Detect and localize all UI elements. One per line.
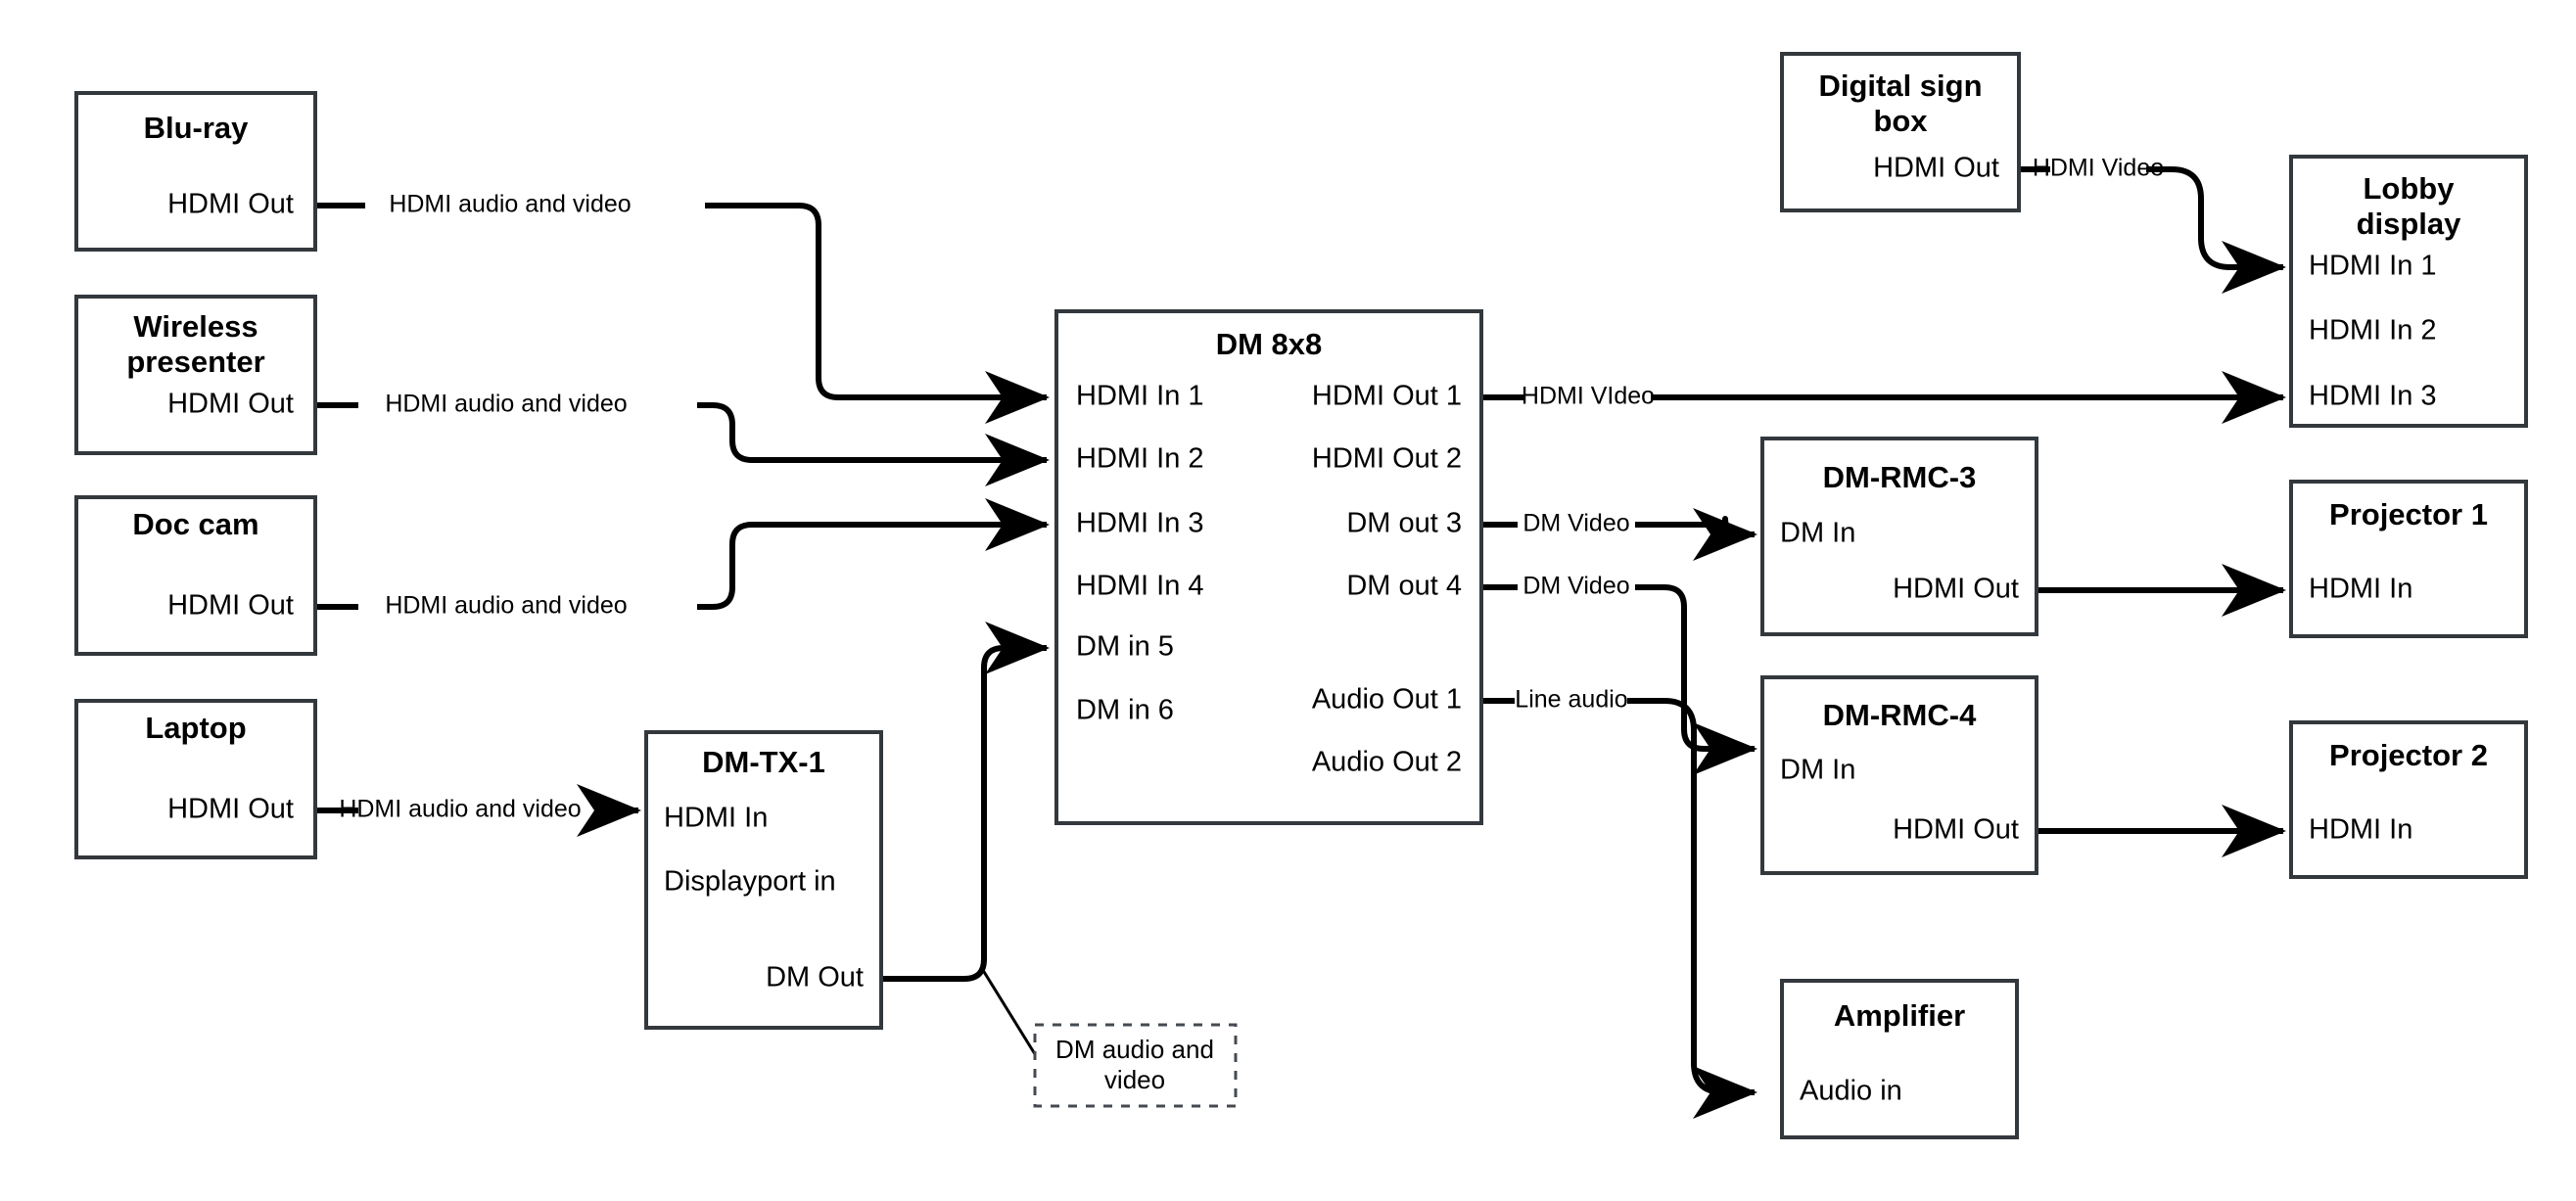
node-doc-cam[interactable]: Doc cam HDMI Out [74, 495, 317, 656]
port-dm8x8-dm-out-3: DM out 3 [1346, 508, 1462, 539]
port-dm8x8-hdmi-in-4: HDMI In 4 [1076, 571, 1204, 602]
port-dm8x8-audio-out-1: Audio Out 1 [1312, 684, 1462, 716]
node-projector-1-title: Projector 1 [2329, 497, 2488, 531]
edge-label-dm-video-out3: DM Video [1522, 510, 1629, 537]
note-dm-audio-and-video-box [1033, 1023, 1238, 1108]
node-dm-tx-1[interactable]: DM-TX-1 HDMI In Displayport in DM Out [644, 730, 883, 1030]
port-dm8x8-hdmi-out-1: HDMI Out 1 [1312, 381, 1462, 412]
port-dm8x8-hdmi-in-3: HDMI In 3 [1076, 508, 1204, 539]
edge-bluray-to-dm8x8: HDMI audio and video [315, 191, 1050, 424]
node-digital-sign-box-box[interactable] [1780, 52, 2021, 212]
port-laptop-hdmi-out: HDMI Out [167, 794, 294, 825]
node-projector-1[interactable]: Projector 1 HDMI In [2289, 480, 2528, 638]
node-dm-rmc-3-title: DM-RMC-3 [1823, 460, 1977, 494]
port-dm8x8-dm-in-5: DM in 5 [1076, 631, 1174, 663]
port-lobby-hdmi-in-3: HDMI In 3 [2309, 381, 2437, 412]
port-signbox-hdmi-out: HDMI Out [1873, 153, 1999, 184]
node-bluray-box[interactable] [74, 91, 317, 252]
node-doc-cam-box[interactable] [74, 495, 317, 656]
edge-dm8x8-out1-to-lobby: HDMI VIdeo [1481, 371, 2286, 424]
port-lobby-hdmi-in-1: HDMI In 1 [2309, 251, 2437, 282]
note-dm-audio-and-video: DM audio and video [1033, 1023, 1238, 1108]
node-projector-2-title: Projector 2 [2329, 738, 2488, 772]
note-dm-audio-and-video-line1: DM audio and [1055, 1035, 1214, 1064]
node-projector-1-box[interactable] [2289, 480, 2528, 638]
port-wireless-hdmi-out: HDMI Out [167, 389, 294, 420]
edge-label-line-audio: Line audio [1515, 686, 1627, 714]
node-digital-sign-box-title-line2: box [1873, 104, 1928, 138]
port-dm8x8-hdmi-in-1: HDMI In 1 [1076, 381, 1204, 412]
port-bluray-hdmi-out: HDMI Out [167, 189, 294, 220]
port-rmc4-dm-in: DM In [1780, 755, 1855, 786]
node-dm-rmc-4-title: DM-RMC-4 [1823, 698, 1977, 732]
node-dm-tx-1-title: DM-TX-1 [702, 745, 825, 779]
port-lobby-hdmi-in-2: HDMI In 2 [2309, 315, 2437, 346]
port-dmtx1-dm-out: DM Out [766, 962, 864, 993]
node-wireless-presenter[interactable]: Wireless presenter HDMI Out [74, 295, 317, 455]
node-bluray[interactable]: Blu-ray HDMI Out [74, 91, 317, 252]
edge-label-bluray: HDMI audio and video [389, 191, 631, 218]
edge-wireless-to-dm8x8: HDMI audio and video [315, 391, 1050, 486]
node-dm-rmc-3[interactable]: DM-RMC-3 DM In HDMI Out [1760, 437, 2038, 636]
node-lobby-display-box[interactable] [2289, 155, 2528, 428]
node-lobby-display-title-line2: display [2357, 207, 2462, 241]
port-dm8x8-dm-in-6: DM in 6 [1076, 695, 1174, 726]
node-dm-8x8-box[interactable] [1054, 309, 1483, 825]
node-amplifier-title: Amplifier [1834, 998, 1965, 1033]
node-projector-2[interactable]: Projector 2 HDMI In [2289, 720, 2528, 879]
edge-label-dm-video-out4: DM Video [1522, 573, 1629, 600]
node-dm-tx-1-box[interactable] [644, 730, 883, 1030]
edge-label-hdmi-video-signbox: HDMI Video [2033, 155, 2164, 182]
node-lobby-display[interactable]: Lobby display HDMI In 1 HDMI In 2 HDMI I… [2289, 155, 2528, 428]
node-dm-rmc-3-box[interactable] [1760, 437, 2038, 636]
node-laptop-box[interactable] [74, 699, 317, 859]
node-digital-sign-box[interactable]: Digital sign box HDMI Out [1780, 52, 2021, 212]
edge-dm8x8-out3-to-rmc3: DM Video [1481, 508, 1757, 561]
edge-laptop-to-dmtx1: HDMI audio and video [315, 784, 641, 837]
node-dm-8x8[interactable]: DM 8x8 HDMI In 1 HDMI In 2 HDMI In 3 HDM… [1054, 309, 1483, 825]
node-bluray-title: Blu-ray [144, 111, 250, 145]
node-dm-rmc-4-box[interactable] [1760, 675, 2038, 875]
edge-doccam-to-dm8x8: HDMI audio and video [315, 498, 1050, 620]
node-lobby-display-title-line1: Lobby [2364, 171, 2456, 206]
port-rmc3-hdmi-out: HDMI Out [1893, 574, 2019, 605]
node-dm-rmc-4[interactable]: DM-RMC-4 DM In HDMI Out [1760, 675, 2038, 875]
port-dmtx1-hdmi-in: HDMI In [664, 803, 768, 834]
port-projector-1-hdmi-in: HDMI In [2309, 574, 2412, 605]
node-digital-sign-box-title-line1: Digital sign [1818, 69, 1982, 103]
node-amplifier[interactable]: Amplifier Audio in [1780, 979, 2019, 1139]
port-dm8x8-dm-out-4: DM out 4 [1346, 571, 1462, 602]
port-dm8x8-hdmi-in-2: HDMI In 2 [1076, 443, 1204, 475]
edge-label-doccam: HDMI audio and video [385, 592, 627, 620]
node-doc-cam-title: Doc cam [132, 507, 258, 541]
leader-line-dm-audio-video-note [979, 966, 1042, 1063]
port-amplifier-audio-in: Audio in [1800, 1076, 1902, 1107]
port-dm8x8-audio-out-2: Audio Out 2 [1312, 747, 1462, 778]
node-amplifier-box[interactable] [1780, 979, 2019, 1139]
edge-label-laptop: HDMI audio and video [339, 796, 581, 823]
note-dm-audio-and-video-line2: video [1104, 1065, 1165, 1094]
node-projector-2-box[interactable] [2289, 720, 2528, 879]
edge-dm8x8-out4-to-rmc4: DM Video [1481, 573, 1757, 775]
node-wireless-presenter-title-line2: presenter [126, 345, 264, 379]
node-laptop[interactable]: Laptop HDMI Out [74, 699, 317, 859]
node-laptop-title: Laptop [145, 711, 246, 745]
port-dm8x8-hdmi-out-2: HDMI Out 2 [1312, 443, 1462, 475]
node-wireless-presenter-box[interactable] [74, 295, 317, 455]
port-rmc3-dm-in: DM In [1780, 518, 1855, 549]
port-dmtx1-displayport-in: Displayport in [664, 866, 836, 898]
edge-label-hdmi-video-out1: HDMI VIdeo [1522, 383, 1655, 410]
edge-dm8x8-audio1-to-amplifier: Line audio [1481, 686, 1757, 1119]
edge-dmtx1-to-dm8x8 [881, 622, 1050, 982]
port-rmc4-hdmi-out: HDMI Out [1893, 814, 2019, 846]
port-projector-2-hdmi-in: HDMI In [2309, 814, 2412, 846]
node-wireless-presenter-title-line1: Wireless [133, 309, 258, 344]
edge-label-wireless: HDMI audio and video [385, 391, 627, 418]
node-dm-8x8-title: DM 8x8 [1216, 327, 1323, 361]
port-doccam-hdmi-out: HDMI Out [167, 590, 294, 622]
edge-signbox-to-lobby: HDMI Video [2019, 155, 2286, 294]
